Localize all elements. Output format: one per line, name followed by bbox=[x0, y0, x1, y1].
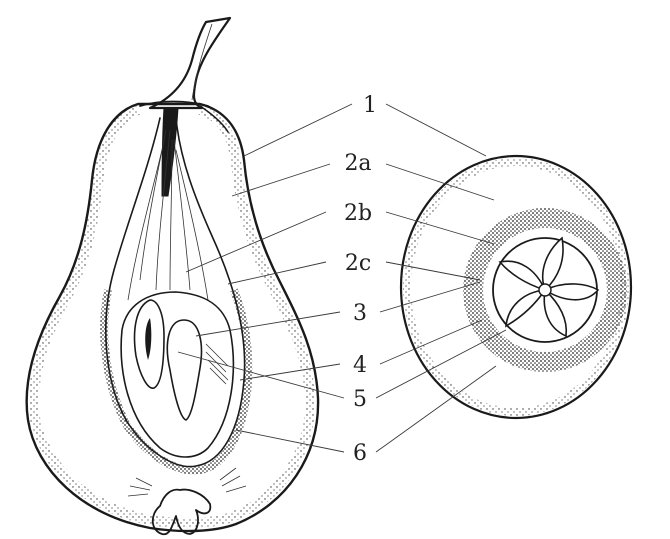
pear-stalk bbox=[150, 18, 230, 108]
label-2b: 2b bbox=[344, 201, 372, 226]
label-1: 1 bbox=[363, 93, 377, 118]
label-2a: 2a bbox=[344, 151, 371, 176]
seed-right bbox=[167, 320, 201, 420]
label-4: 4 bbox=[353, 353, 367, 378]
labels: 1 2a 2b 2c 3 4 5 6 bbox=[344, 93, 377, 466]
cross-center bbox=[539, 284, 551, 296]
label-5: 5 bbox=[353, 387, 367, 412]
core-hatching bbox=[206, 344, 228, 384]
label-6: 6 bbox=[353, 441, 367, 466]
label-3: 3 bbox=[353, 301, 367, 326]
label-2c: 2c bbox=[345, 251, 371, 276]
pear-longitudinal-section bbox=[27, 18, 318, 534]
pear-cross-section bbox=[401, 156, 631, 418]
